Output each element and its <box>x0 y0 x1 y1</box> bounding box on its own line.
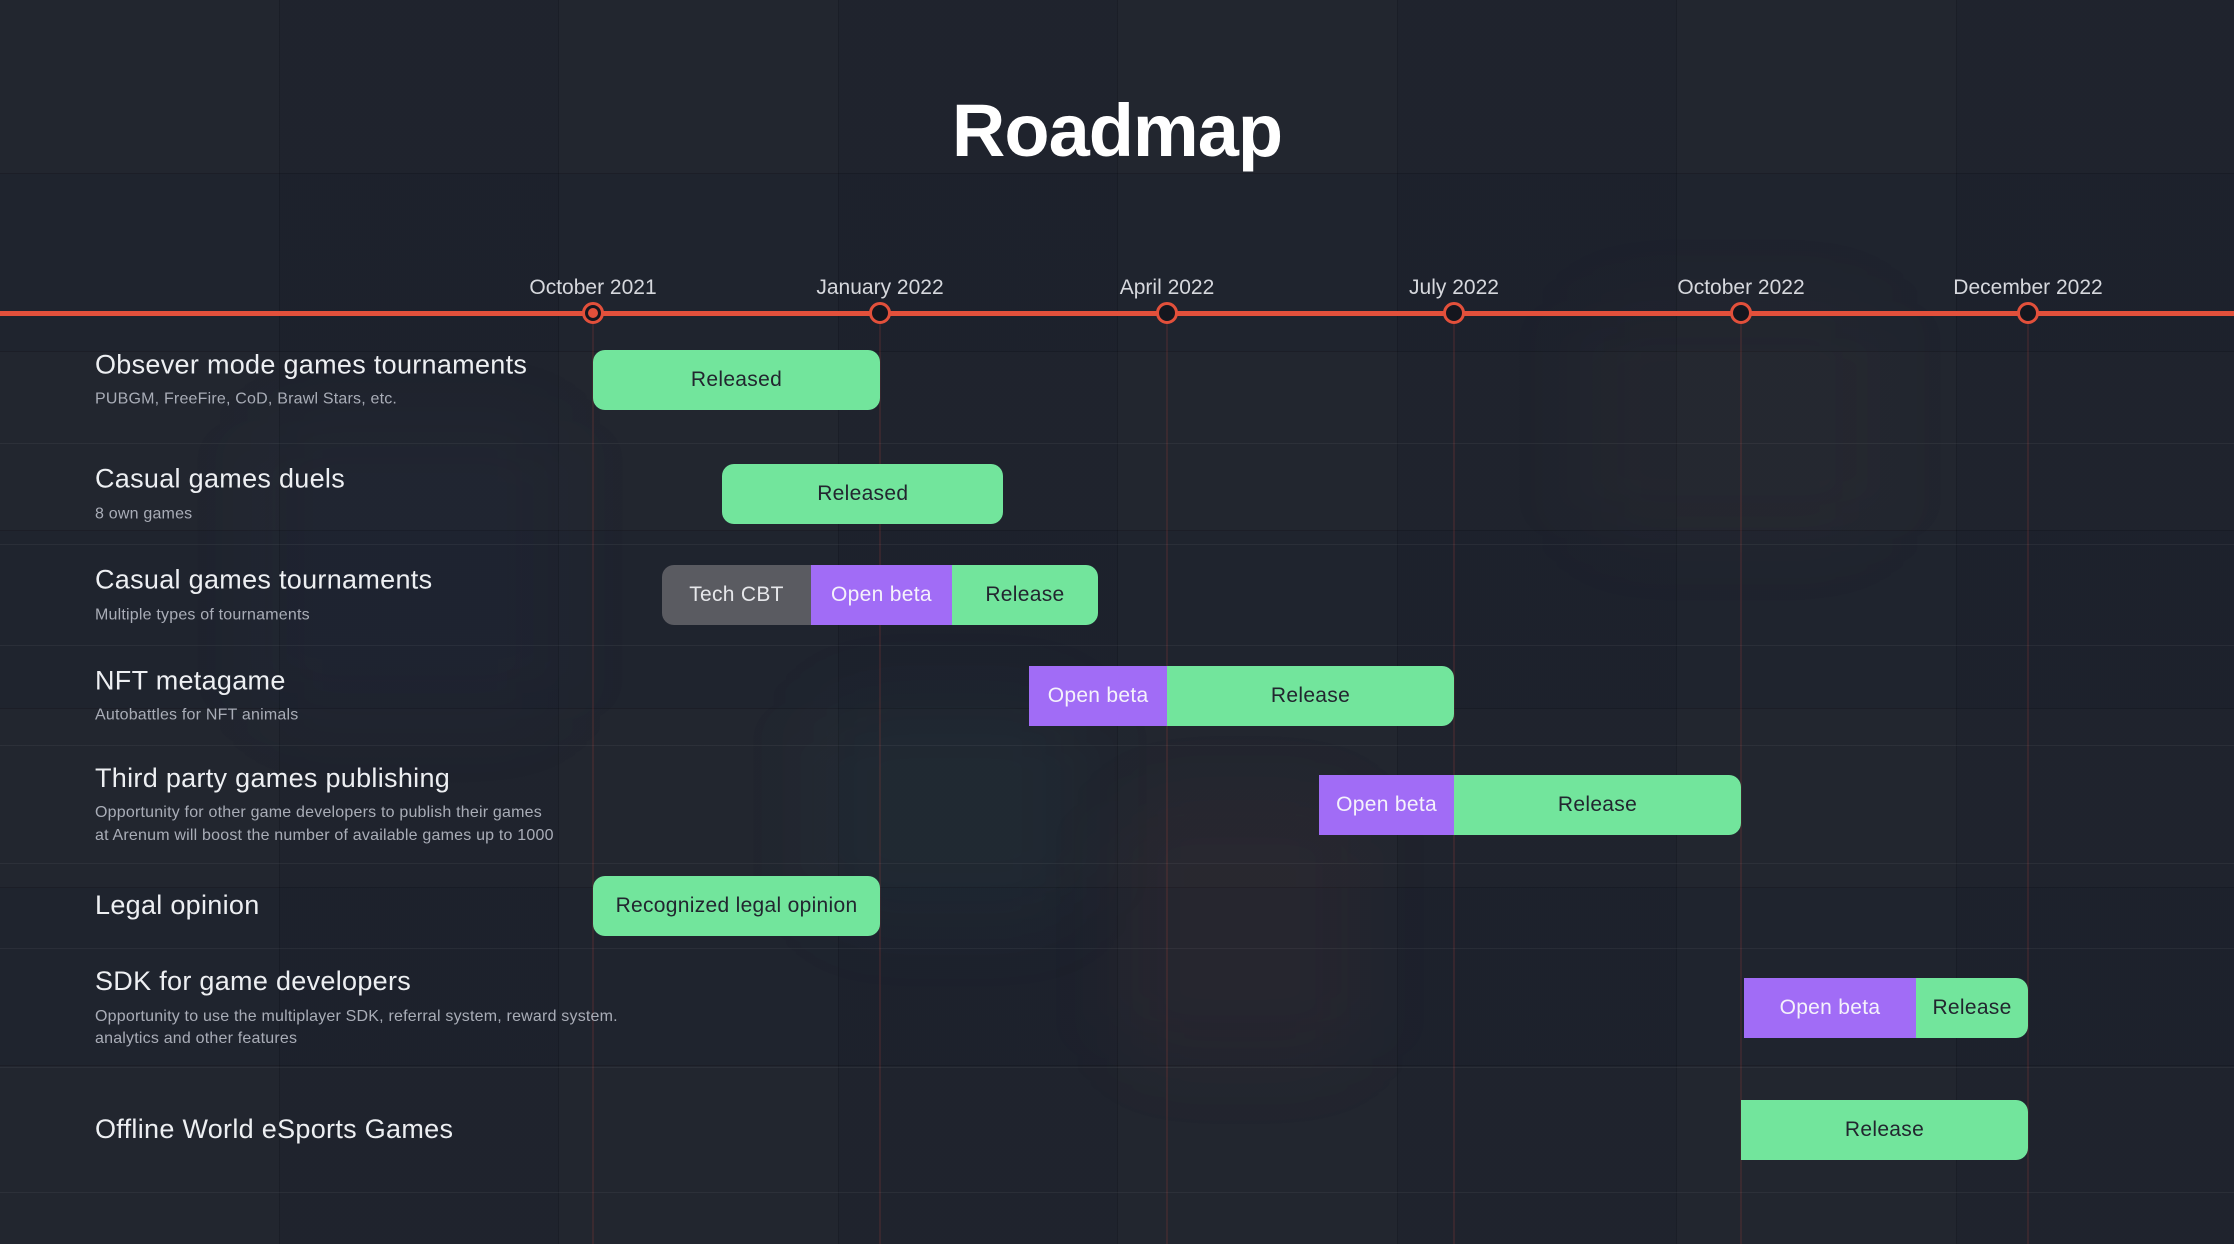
row-title: NFT metagame <box>95 664 286 695</box>
row-subtitle: Opportunity to use the multiplayer SDK, … <box>95 1007 618 1048</box>
timeline-bar-segment: Released <box>722 464 1004 524</box>
timeline-bar-segment: Open beta <box>1743 978 1917 1038</box>
timeline-date-label: January 2022 <box>816 276 944 299</box>
row-subtitle: Multiple types of tournaments <box>95 606 310 624</box>
collage-tile <box>1120 800 1360 1060</box>
timeline-date-label: October 2022 <box>1677 276 1805 299</box>
timeline-date-label: July 2022 <box>1409 276 1499 299</box>
timeline-bar-segment: Release <box>1741 1100 2028 1160</box>
row-title: Casual games duels <box>95 463 346 494</box>
timeline-bar-segment: Open beta <box>811 565 952 625</box>
row-title: Obsever mode games tournaments <box>95 348 528 379</box>
timeline-line <box>0 311 2234 316</box>
row-title: SDK for game developers <box>95 966 412 997</box>
roadmap-row: Legal opinion Recognized legal opinion <box>0 864 2234 949</box>
row-title: Casual games tournaments <box>95 564 433 595</box>
column-gridline <box>1740 316 1742 1244</box>
row-title: Legal opinion <box>95 890 260 921</box>
column-gridline <box>879 316 881 1244</box>
row-subtitle: PUBGM, FreeFire, CoD, Brawl Stars, etc. <box>95 390 398 408</box>
roadmap-row: Offline World eSports Games Release <box>0 1068 2234 1193</box>
timeline-bar-segment: Open beta <box>1029 665 1167 726</box>
timeline-date-label: December 2022 <box>1953 276 2103 299</box>
timeline-date-label: October 2021 <box>529 276 657 299</box>
timeline-bar-segment: Tech CBT <box>661 565 812 625</box>
column-gridline <box>2027 316 2029 1244</box>
roadmap-row: Casual games duels 8 own games Released <box>0 444 2234 545</box>
row-subtitle: Autobattles for NFT animals <box>95 706 299 724</box>
timeline-bar-segment: Release <box>1916 978 2028 1038</box>
timeline-marker <box>869 302 891 324</box>
row-subtitle: 8 own games <box>95 505 193 523</box>
timeline-bar-segment: Open beta <box>1319 774 1454 835</box>
timeline-bar-segment: Recognized legal opinion <box>593 876 880 936</box>
timeline-marker <box>1443 302 1465 324</box>
timeline-marker <box>2017 302 2039 324</box>
timeline-marker <box>1156 302 1178 324</box>
page-title: Roadmap <box>951 89 1283 172</box>
row-label: Offline World eSports Games <box>95 1113 453 1147</box>
row-title: Third party games publishing <box>95 762 451 793</box>
timeline-bar-segment: Release <box>1167 665 1454 726</box>
collage-tile <box>260 420 560 720</box>
timeline-date-label: April 2022 <box>1119 276 1215 299</box>
column-gridline <box>1166 316 1168 1244</box>
timeline-bar-segment: Released <box>593 349 880 410</box>
row-label: Legal opinion <box>95 889 260 923</box>
timeline-bar-segment: Release <box>1454 774 1741 835</box>
timeline-marker <box>582 302 604 324</box>
timeline-bar-segment: Release <box>951 565 1099 625</box>
row-subtitle: Opportunity for other game developers to… <box>95 804 554 844</box>
row-label: Casual games duels 8 own games <box>95 462 345 525</box>
timeline-marker <box>1730 302 1752 324</box>
row-title: Offline World eSports Games <box>95 1114 454 1145</box>
column-gridline <box>592 316 594 1244</box>
timeline-marker-dot <box>588 308 598 318</box>
